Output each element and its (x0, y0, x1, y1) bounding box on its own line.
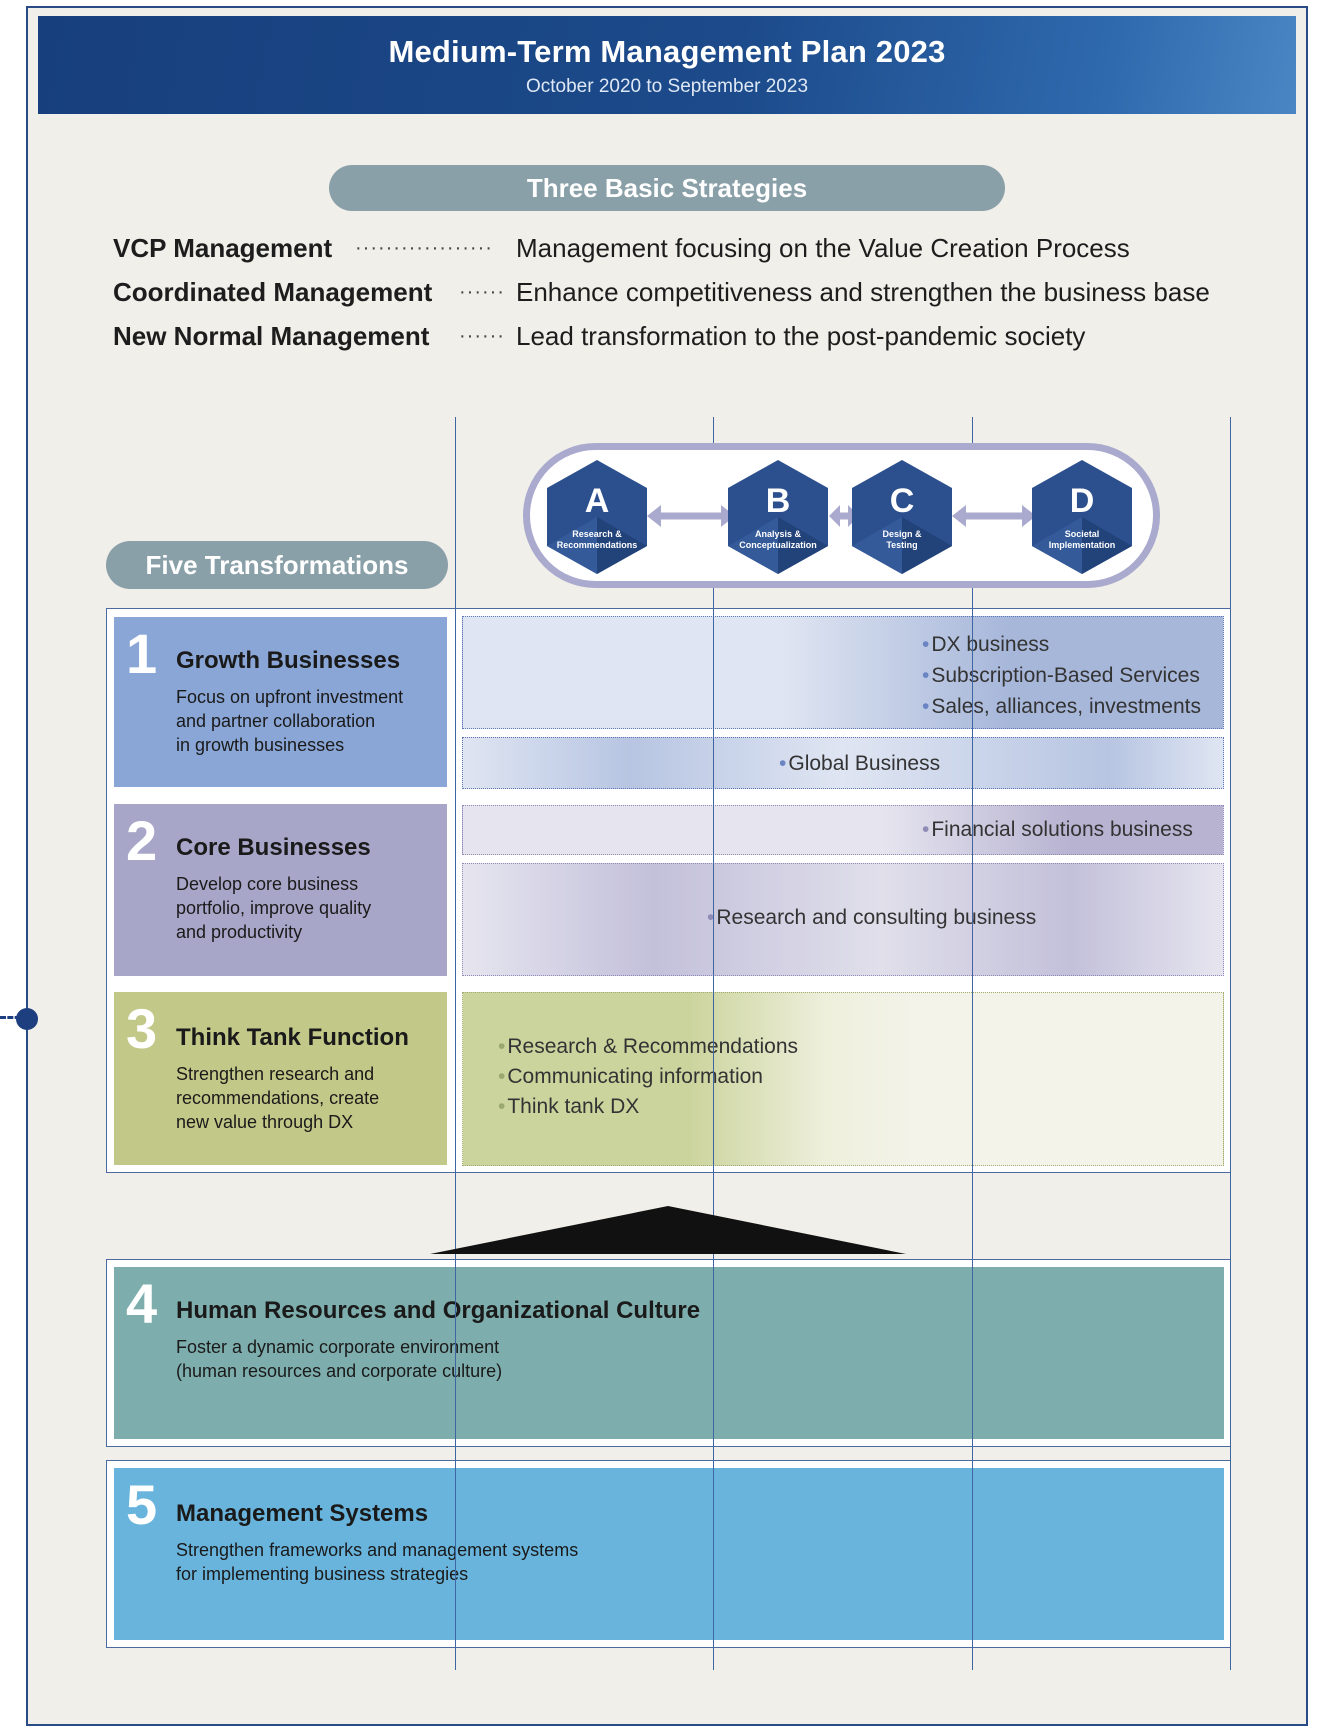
list-item: •Communicating information (498, 1065, 763, 1088)
transformation-1-box: 1 Growth Businesses Focus on upfront inv… (114, 617, 447, 787)
transformation-description: Strengthen frameworks and management sys… (176, 1540, 579, 1584)
band-financial-solutions: •Financial solutions business (462, 805, 1224, 855)
vcp-step-label-line: Design & (882, 529, 922, 539)
business-label: Global Business (788, 752, 941, 775)
foundation-triangle (430, 1206, 906, 1254)
band-global-business: •Global Business (462, 737, 1224, 789)
transformation-2-box: 2 Core Businesses Develop core business … (114, 804, 447, 976)
vcp-step-label-line: Conceptualization (739, 540, 817, 550)
connector-dot-circle (16, 1008, 38, 1030)
list-item: •Research & Recommendations (498, 1035, 798, 1058)
business-label: Sales, alliances, investments (931, 695, 1201, 718)
page-title: Medium-Term Management Plan 2023 (388, 34, 946, 69)
transformation-number: 4 (126, 1272, 158, 1335)
transformation-number: 2 (126, 809, 158, 872)
transformation-description: Develop core business portfolio, improve… (176, 874, 372, 942)
list-item: •Financial solutions business (922, 818, 1193, 841)
strategy-leader-dots: ·················· (355, 237, 493, 259)
grid-line-d (1230, 417, 1231, 1670)
arrow-a-b (647, 505, 735, 527)
vcp-step-letter: D (1069, 482, 1095, 520)
list-item: •Subscription-Based Services (922, 664, 1200, 687)
strategy-leader-dots: ······ (459, 281, 505, 303)
strategies-heading: Three Basic Strategies (329, 165, 1005, 211)
list-item: •Sales, alliances, investments (922, 695, 1201, 718)
vcp-step-label-line: Recommendations (556, 540, 638, 550)
vcp-step-b: B Analysis &Conceptualization (728, 460, 828, 574)
vcp-step-label-line: Societal (1064, 529, 1100, 539)
strategy-row-coordinated: Coordinated Management ······ Enhance co… (113, 277, 1313, 313)
vcp-step-label-line: Implementation (1048, 540, 1116, 550)
transformation-4-box: 4 Human Resources and Organizational Cul… (114, 1267, 1224, 1439)
header-banner: Medium-Term Management Plan 2023 October… (38, 16, 1296, 114)
strategy-description: Lead transformation to the post-pandemic… (516, 321, 1086, 351)
transformation-description: Foster a dynamic corporate environment (… (176, 1337, 503, 1381)
strategy-name: New Normal Management (113, 321, 430, 351)
vcp-step-label-line: Research & (572, 529, 622, 539)
business-label: Think tank DX (507, 1095, 640, 1118)
list-item: •Research and consulting business (707, 906, 1037, 929)
strategy-leader-dots: ······ (459, 325, 505, 347)
business-label: Subscription-Based Services (931, 664, 1200, 687)
strategy-description: Management focusing on the Value Creatio… (516, 233, 1130, 263)
vcp-step-letter: A (584, 482, 610, 520)
vcp-step-letter: C (889, 482, 915, 520)
strategy-name: VCP Management (113, 233, 333, 263)
transformation-description: Strengthen research and recommendations,… (176, 1064, 380, 1132)
list-item: •Think tank DX (498, 1095, 640, 1118)
transformation-5-box: 5 Management Systems Strengthen framewor… (114, 1468, 1224, 1640)
page-subtitle: October 2020 to September 2023 (525, 76, 809, 97)
business-label: Financial solutions business (931, 818, 1193, 841)
vcp-step-label: Analysis &Conceptualization (728, 529, 828, 551)
business-label: DX business (931, 633, 1050, 656)
vcp-step-letter: B (765, 482, 791, 520)
transformation-title: Core Businesses (176, 834, 371, 861)
business-label: Communicating information (507, 1065, 763, 1088)
transformation-number: 5 (126, 1473, 158, 1536)
vcp-step-label: Research &Recommendations (547, 529, 647, 551)
grid-line-b (713, 417, 714, 1670)
strategy-row-vcp: VCP Management ·················· Manage… (113, 233, 1313, 269)
transformation-title: Think Tank Function (176, 1024, 409, 1051)
grid-line-a (455, 417, 456, 1670)
arrow-c-d (952, 505, 1036, 527)
vcp-step-label: Design &Testing (852, 529, 952, 551)
business-label: Research & Recommendations (507, 1035, 798, 1058)
transformation-description: Focus on upfront investment and partner … (176, 687, 404, 755)
transformation-number: 3 (126, 997, 158, 1060)
transformation-title: Human Resources and Organizational Cultu… (176, 1297, 701, 1324)
vcp-step-label-line: Analysis & (754, 529, 802, 539)
list-item: •Global Business (779, 752, 941, 775)
band-think-tank: •Research & Recommendations •Communicati… (462, 992, 1224, 1166)
transformation-title: Management Systems (176, 1500, 429, 1527)
transformation-number: 1 (126, 622, 158, 685)
transformations-heading: Five Transformations (106, 541, 448, 589)
list-item: •DX business (922, 633, 1050, 656)
business-label: Research and consulting business (716, 906, 1037, 929)
vcp-step-a: A Research &Recommendations (547, 460, 647, 574)
strategy-description: Enhance competitiveness and strengthen t… (516, 277, 1210, 307)
connector-dot (0, 1016, 28, 1022)
band-research-consulting: •Research and consulting business (462, 863, 1224, 976)
grid-line-c (972, 417, 973, 1670)
vcp-step-c: C Design &Testing (852, 460, 952, 574)
transformation-3-box: 3 Think Tank Function Strengthen researc… (114, 992, 447, 1165)
band-growth-businesses: •DX business •Subscription-Based Service… (462, 616, 1224, 729)
vcp-step-label-line: Testing (886, 540, 918, 550)
strategy-row-new-normal: New Normal Management ······ Lead transf… (113, 321, 1313, 357)
strategy-name: Coordinated Management (113, 277, 433, 307)
transformation-title: Growth Businesses (176, 647, 401, 674)
